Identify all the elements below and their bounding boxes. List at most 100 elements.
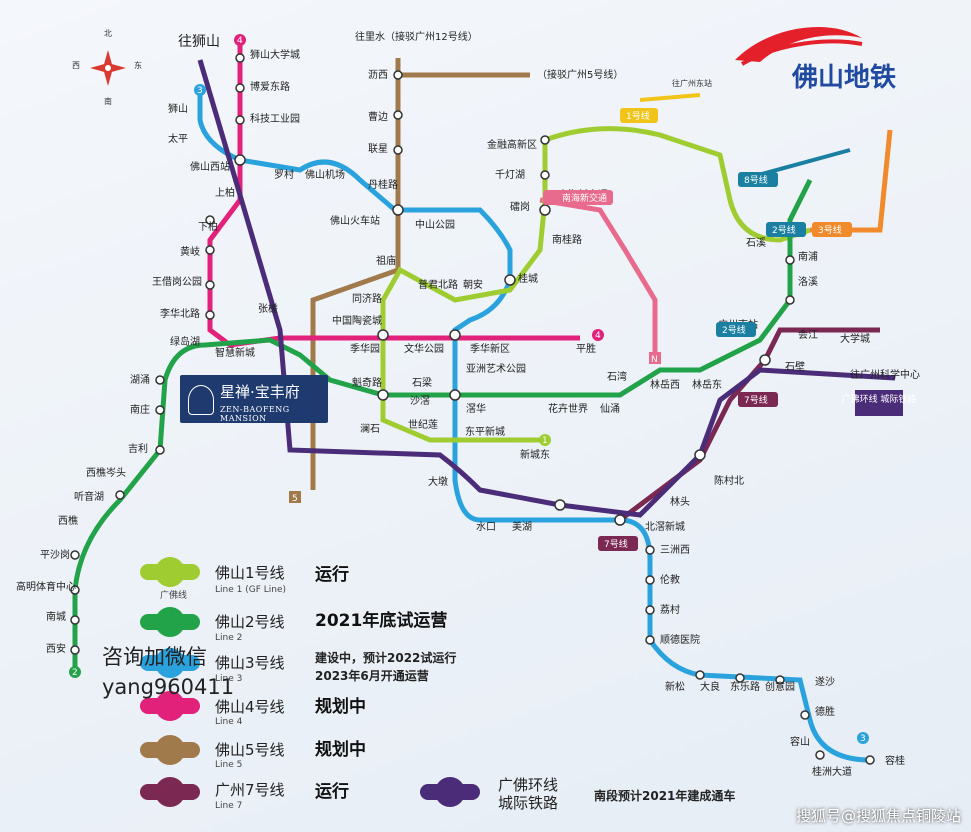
badge-nanhai	[543, 190, 613, 205]
station-label: 大墩	[428, 475, 448, 488]
station-label: 季华新区	[470, 342, 510, 355]
contact-line-1: 咨询加微信	[102, 645, 207, 669]
station-label: 石溪	[746, 237, 766, 249]
station-label: 普君北路	[418, 278, 458, 291]
station-nodes	[70, 53, 875, 765]
station-label: 遂沙	[815, 675, 835, 688]
svg-text:Line 7: Line 7	[215, 801, 242, 811]
station-label: 下柏	[198, 220, 218, 233]
station-label: 桂洲大道	[812, 765, 852, 778]
station-label: 大良	[700, 680, 720, 693]
terminus-4	[234, 34, 246, 46]
line-gz1	[639, 93, 701, 102]
terminus-5	[289, 491, 301, 503]
terminus-2-label: 2	[72, 668, 78, 678]
badge-gz1-label: 1号线	[626, 110, 650, 122]
station-label: 吉利	[128, 443, 148, 455]
svg-text:佛山4号线: 佛山4号线	[215, 698, 285, 716]
svg-text:佛山2号线: 佛山2号线	[215, 613, 285, 631]
contact-line-2: yang960411	[102, 675, 235, 699]
label-gz12: 往里水（接驳广州12号线）	[355, 30, 478, 43]
station-label: 黄岐	[180, 245, 200, 258]
badge-gz1	[620, 108, 658, 123]
legend-line-1: 佛山1号线 Line 1 (GF Line) 广佛线 运行	[140, 557, 349, 601]
station-label: 滘华	[466, 402, 486, 415]
station-label: 中国陶瓷城	[332, 314, 382, 327]
svg-text:广佛环线: 广佛环线	[498, 776, 558, 794]
badge-gz2b	[716, 322, 756, 337]
station-label: 太平	[168, 132, 188, 145]
line-1-east	[544, 126, 811, 243]
station-label: 智慧新城	[215, 346, 255, 359]
station-label: 科技工业园	[250, 112, 300, 125]
station-label: 狮山	[168, 102, 188, 115]
line-gz3	[810, 129, 893, 233]
svg-text:广州7号线: 广州7号线	[215, 781, 285, 799]
station-label: 同济路	[352, 292, 382, 305]
station-label: 南城	[46, 610, 66, 623]
legend-line-4: 佛山4号线 Line 4 规划中	[140, 691, 366, 727]
svg-text:广佛线: 广佛线	[160, 589, 187, 601]
station-label: 礌岗	[510, 201, 530, 213]
svg-text:佛山1号线: 佛山1号线	[215, 564, 285, 582]
station-label: 陈村北	[714, 474, 744, 487]
terminus-n	[649, 352, 661, 364]
badge-gz7b-label: 7号线	[604, 538, 628, 550]
badge-gz7a	[738, 392, 778, 407]
legend-line-3: 佛山3号线 Line 3 建设中，预计2022试运行 2023年6月开通运营	[140, 648, 456, 684]
badge-gz2	[766, 222, 806, 237]
line-3	[197, 90, 871, 763]
station-label: 亚洲艺术公园	[466, 363, 526, 375]
station-label: 新城东	[520, 448, 550, 461]
legend-line-gz7: 广州7号线 Line 7 运行	[140, 777, 349, 811]
station-label: 会江	[798, 328, 818, 341]
station-label: 林岳东	[692, 378, 722, 391]
line-intercity	[197, 59, 896, 518]
station-label: 王借岗公园	[152, 276, 202, 288]
terminus-5-label: 5	[292, 494, 298, 504]
terminus-3a-label: 3	[197, 86, 203, 96]
badge-gz8	[738, 172, 778, 187]
station-label: 西樵	[58, 514, 78, 527]
line-1	[380, 140, 548, 443]
badge-gz8-label: 8号线	[744, 174, 768, 186]
svg-text:运行: 运行	[315, 564, 349, 585]
station-label: 文华公园	[404, 342, 444, 355]
svg-text:Line 2: Line 2	[215, 633, 242, 643]
station-label: 高明体育中心	[16, 580, 76, 593]
compass-w: 西	[72, 61, 80, 70]
station-label: 佛山火车站	[330, 214, 380, 227]
station-label: 李华北路	[160, 307, 200, 320]
station-label: 美湖	[512, 520, 532, 533]
line-2	[72, 178, 813, 670]
station-label: 仙涌	[600, 402, 620, 415]
station-label: 石梁	[412, 376, 432, 389]
project-banner: 星禅·宝丰府 ZEN-BAOFENG MANSION	[180, 375, 328, 423]
station-label: 湖涌	[130, 374, 150, 386]
terminus-3b	[857, 732, 869, 744]
svg-text:2021年底试运营: 2021年底试运营	[315, 610, 447, 631]
label-shishan: 往狮山	[178, 34, 220, 50]
label-gzeast: 往广州东站	[672, 78, 712, 88]
station-label: 荔村	[660, 603, 680, 616]
terminus-4e	[592, 329, 604, 341]
station-label: 听音湖	[74, 490, 104, 503]
station-label: 伦教	[660, 573, 680, 586]
station-label: 祖庙	[376, 254, 396, 267]
station-label: 佛山机场	[305, 168, 345, 181]
compass-icon	[90, 50, 126, 86]
brand-logo	[735, 26, 863, 66]
station-label: 澜石	[360, 423, 380, 435]
terminus-4-label: 4	[237, 36, 243, 46]
brand-title: 佛山地铁	[792, 63, 897, 93]
station-label: 大学城	[840, 332, 870, 345]
compass-e: 东	[134, 60, 142, 70]
station-label: 容山	[790, 735, 810, 748]
badge-gz7b	[598, 536, 638, 551]
badge-nanhai-label: 南海新交通	[562, 192, 607, 204]
station-label: 西安	[46, 642, 66, 655]
station-label: 东平新城	[465, 425, 505, 438]
station-label: 沙滘	[410, 395, 430, 407]
station-label: 林岳西	[650, 378, 680, 391]
